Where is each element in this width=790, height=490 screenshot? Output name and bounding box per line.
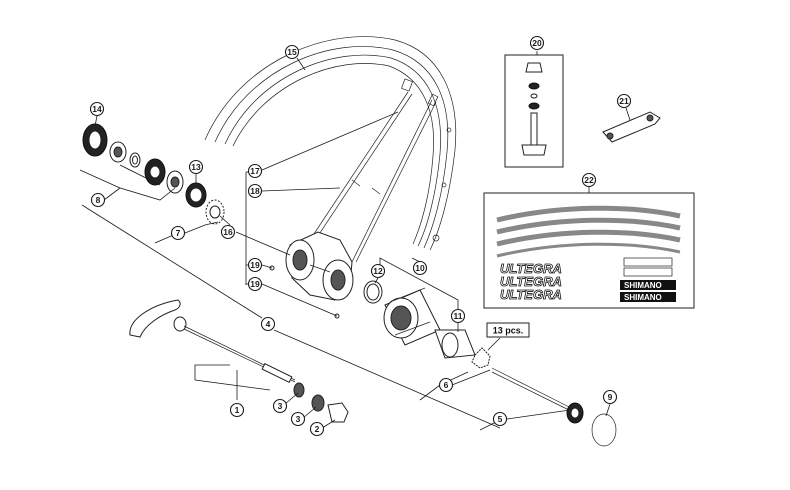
left-hub-parts [82, 123, 225, 225]
decal-shimano-1: SHIMANO [624, 281, 662, 290]
callout-c12: 12 [370, 263, 386, 279]
callout-c3a: 3 [272, 398, 288, 414]
callout-number: 20 [532, 38, 542, 48]
callout-circle [260, 316, 276, 332]
callout-number: 17 [250, 166, 260, 176]
callout-number: 13 [191, 162, 201, 172]
quantity-note-box: 13 pcs. [486, 322, 530, 338]
callout-c11: 11 [450, 308, 466, 324]
callout-circle [492, 411, 508, 427]
callout-c2: 2 [309, 421, 325, 437]
callout-number: 19 [250, 279, 260, 289]
callout-c17: 17 [247, 163, 263, 179]
callout-c16: 16 [220, 224, 236, 240]
rim [204, 36, 457, 251]
callout-number: 12 [373, 266, 383, 276]
callout-circle [450, 308, 466, 324]
callout-c18: 18 [247, 183, 263, 199]
axle [471, 347, 617, 447]
callout-number: 3 [296, 414, 301, 424]
callout-c10: 10 [412, 260, 428, 276]
callout-c15: 15 [284, 44, 300, 60]
callout-circle [616, 93, 632, 109]
callout-c13: 13 [188, 159, 204, 175]
spokes [299, 91, 437, 263]
callout-c9: 9 [602, 389, 618, 405]
decal-shimano-2: SHIMANO [624, 293, 662, 302]
callout-number: 18 [250, 186, 260, 196]
callout-circle [247, 183, 263, 199]
callout-circle [272, 398, 288, 414]
callout-c4: 4 [260, 316, 276, 332]
callout-c8: 8 [90, 192, 106, 208]
warning-label [623, 257, 673, 267]
decal-ultegra-3: ULTEGRA [500, 287, 562, 302]
callout-circle [247, 276, 263, 292]
tool [602, 111, 661, 143]
callout-c1: 1 [229, 402, 245, 418]
callout-circle [529, 35, 545, 51]
callout-circle [309, 421, 325, 437]
callout-number: 7 [176, 228, 181, 238]
callout-circle [89, 101, 105, 117]
quantity-note: 13 pcs. [493, 326, 524, 336]
callout-c7: 7 [170, 225, 186, 241]
callout-c19b: 19 [247, 276, 263, 292]
callout-circle [247, 257, 263, 273]
callout-c22: 22 [581, 172, 597, 188]
callout-c5: 5 [492, 411, 508, 427]
decal-ultegra-1: ULTEGRA [500, 261, 562, 276]
callout-circle [170, 225, 186, 241]
callout-circle [247, 163, 263, 179]
callout-circle [229, 402, 245, 418]
ultegra-decals: ULTEGRA ULTEGRA ULTEGRA [500, 261, 563, 303]
callout-circle [602, 389, 618, 405]
callout-number: 9 [608, 392, 613, 402]
callout-circle [290, 411, 306, 427]
callout-number: 1 [235, 405, 240, 415]
callout-c19a: 19 [247, 257, 263, 273]
callout-circle [90, 192, 106, 208]
hub-body [269, 231, 354, 319]
freehub [363, 280, 476, 359]
callout-number: 8 [96, 195, 101, 205]
shimano-decal-bg-1 [620, 280, 676, 290]
callout-number: 16 [223, 227, 233, 237]
callout-c6: 6 [438, 377, 454, 393]
callout-c3b: 3 [290, 411, 306, 427]
decal-ultegra-2: ULTEGRA [500, 274, 562, 289]
callout-number: 10 [415, 263, 425, 273]
callout-circle [284, 44, 300, 60]
callout-circle [188, 159, 204, 175]
callout-circle [220, 224, 236, 240]
callout-c20: 20 [529, 35, 545, 51]
callout-number: 6 [444, 380, 449, 390]
callout-c14: 14 [89, 101, 105, 117]
callout-circle [412, 260, 428, 276]
quick-release [129, 299, 349, 423]
callout-number: 3 [278, 401, 283, 411]
callout-number: 21 [619, 96, 629, 106]
callout-number: 2 [315, 424, 320, 434]
callout-circle [370, 263, 386, 279]
warning-label-2 [623, 267, 673, 277]
callout-circle [438, 377, 454, 393]
callout-number: 19 [250, 260, 260, 270]
callout-c21: 21 [616, 93, 632, 109]
callout-number: 11 [454, 311, 463, 321]
callout-number: 15 [287, 47, 297, 57]
callout-number: 5 [498, 414, 503, 424]
valve-kit-box [504, 54, 564, 168]
leader-lines [79, 51, 631, 431]
callout-circle [581, 172, 597, 188]
callout-number: 22 [584, 175, 594, 185]
callout-number: 14 [92, 104, 102, 114]
callout-number: 4 [266, 319, 271, 329]
decal-sheet: ULTEGRA ULTEGRA ULTEGRA SHIMANO SHIMANO [483, 192, 695, 309]
shimano-decal-bg-2 [620, 292, 676, 302]
